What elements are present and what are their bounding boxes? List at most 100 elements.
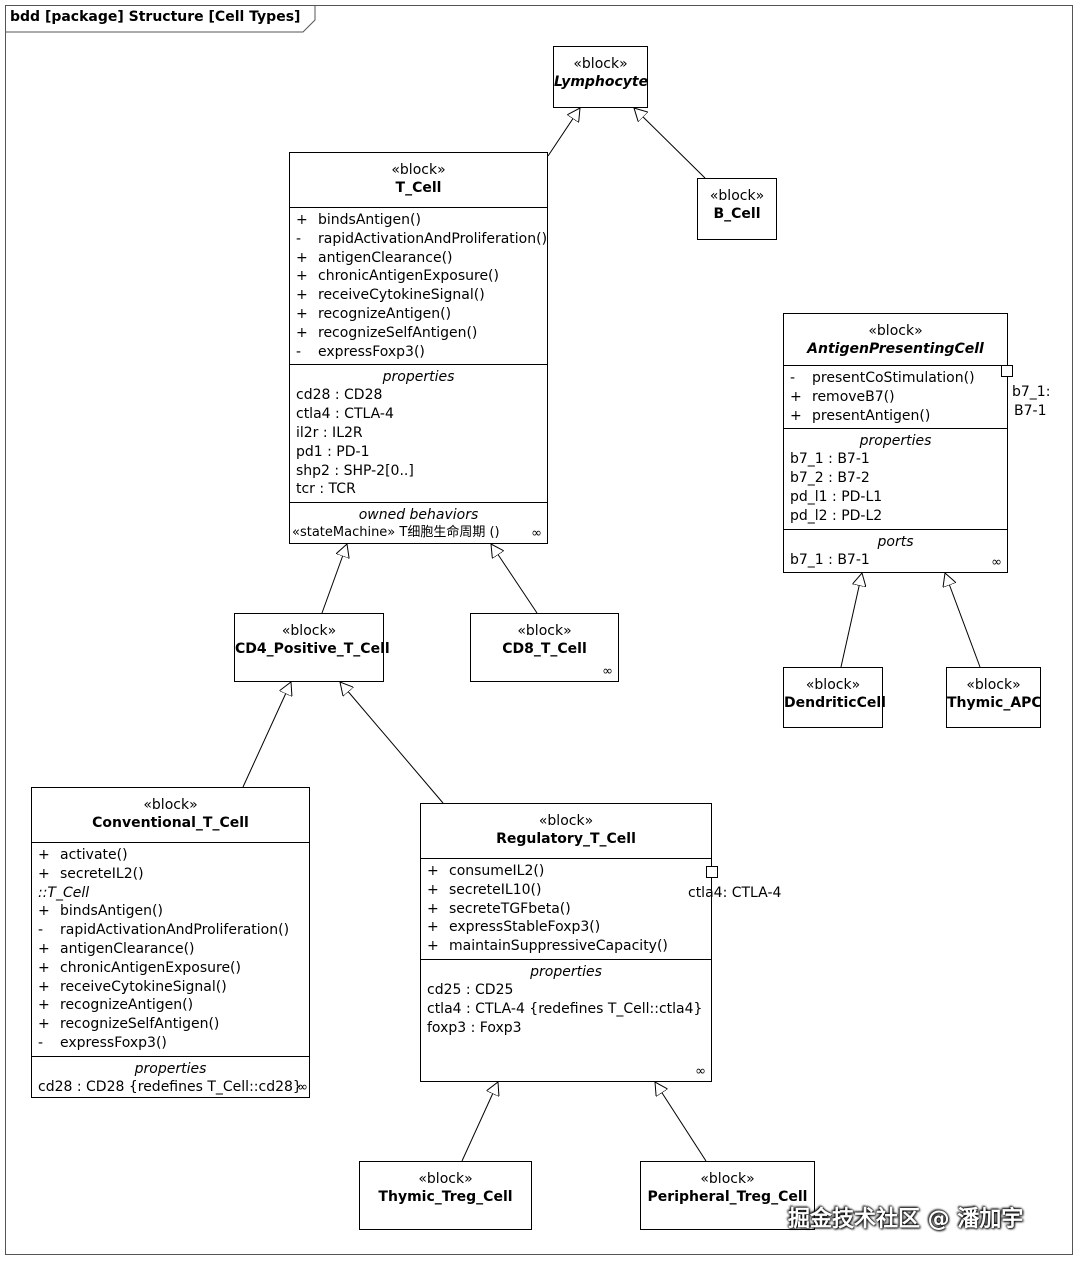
block-t-cell[interactable]: «block» T_Cell +bindsAntigen() -rapidAct… (289, 152, 548, 544)
block-thymic-apc[interactable]: «block» Thymic_APC (946, 667, 1042, 728)
operation: +activate() (38, 847, 128, 863)
operations-compartment: -presentCoStimulation() +removeB7() +pre… (784, 365, 1007, 428)
edge-tcell-lymphocyte (547, 108, 580, 157)
edge-peripheraltreg-regulatory (655, 1082, 707, 1162)
property: ctla4 : CTLA-4 {redefines T_Cell::ctla4} (427, 1000, 703, 1017)
stereotype-label: «block» (573, 56, 628, 72)
edge-bcell-lymphocyte (634, 108, 706, 179)
inherited-operation: -expressFoxp3() (38, 1034, 167, 1051)
property: tcr : TCR (296, 481, 356, 498)
decomposition-icon: ∞ (297, 1080, 308, 1095)
ports-compartment: ports b7_1 : B7-1 (784, 528, 1007, 573)
diagram-frame (5, 5, 1073, 1255)
block-name: CD8_T_Cell (502, 641, 587, 657)
property: foxp3 : Foxp3 (427, 1019, 522, 1036)
decomposition-icon: ∞ (602, 664, 613, 679)
property: pd1 : PD-1 (296, 443, 370, 460)
stereotype-label: «block» (966, 677, 1021, 693)
operation: -presentCoStimulation() (790, 370, 975, 386)
block-name: Peripheral_Treg_Cell (647, 1189, 808, 1205)
decomposition-icon: ∞ (695, 1064, 706, 1079)
block-antigen-presenting-cell[interactable]: «block» AntigenPresentingCell -presentCo… (783, 313, 1008, 573)
block-name: Lymphocyte (554, 74, 649, 90)
frame-tab (5, 5, 316, 33)
operation: +secreteTGFbeta() (427, 900, 571, 917)
property: il2r : IL2R (296, 424, 363, 441)
operation: +antigenClearance() (296, 249, 453, 266)
port-label: b7_1: (1012, 384, 1051, 400)
operation: +presentAntigen() (790, 407, 931, 424)
operation: +secreteIL10() (427, 881, 542, 898)
block-name: Regulatory_T_Cell (496, 831, 636, 847)
stereotype-label: «block» (805, 677, 861, 693)
compartment-title: ports (877, 533, 914, 550)
operation: +receiveCytokineSignal() (296, 287, 485, 304)
edge-cd4-tcell (321, 544, 347, 614)
operation: +consumeIL2() (427, 863, 545, 879)
edge-thymictreg-regulatory (461, 1082, 498, 1162)
block-name: Thymic_APC (947, 695, 1042, 711)
block-peripheral-treg-cell[interactable]: «block» Peripheral_Treg_Cell (640, 1161, 815, 1230)
stereotype-label: «block» (391, 162, 446, 178)
block-lymphocyte[interactable]: «block» Lymphocyte (553, 46, 648, 108)
decomposition-icon: ∞ (531, 526, 542, 541)
edge-dendritic-apc (840, 573, 862, 668)
compartment-title: properties (530, 963, 602, 980)
stereotype-label: «block» (700, 1171, 755, 1187)
block-conventional-t-cell[interactable]: «block» Conventional_T_Cell +activate() … (31, 787, 310, 1098)
block-dendritic-cell[interactable]: «block» DendriticCell (783, 667, 886, 728)
inherited-from-label: ::T_Cell (38, 884, 90, 901)
stereotype-label: «block» (868, 323, 923, 339)
edge-regulatory-cd4 (340, 682, 444, 804)
block-thymic-treg-cell[interactable]: «block» Thymic_Treg_Cell (359, 1161, 532, 1230)
operation: +expressStableFoxp3() (427, 919, 601, 936)
behaviors-compartment: owned behaviors «stateMachine» T细胞生命周期 (… (290, 502, 547, 546)
stereotype-label: «block» (418, 1171, 473, 1187)
stereotype-label: «block» (281, 623, 337, 639)
property: pd_l2 : PD-L2 (790, 507, 883, 524)
operation: +maintainSuppressiveCapacity() (427, 938, 668, 955)
property: shp2 : SHP-2[0..] (296, 462, 414, 479)
compartment-title: properties (859, 433, 932, 450)
block-regulatory-t-cell[interactable]: «block» Regulatory_T_Cell +consumeIL2() … (420, 803, 712, 1082)
block-name: AntigenPresentingCell (807, 341, 984, 357)
operation: +secreteIL2() (38, 865, 144, 882)
compartment-title: properties (382, 369, 455, 386)
operations-compartment: +consumeIL2() +secreteIL10() +secreteTGF… (421, 858, 711, 959)
inherited-operation: +recognizeAntigen() (38, 997, 194, 1014)
block-cd4-positive-t-cell[interactable]: «block» CD4_Positive_T_Cell (234, 613, 390, 682)
property: ctla4 : CTLA-4 (296, 406, 394, 423)
property: b7_1 : B7-1 (790, 451, 870, 468)
properties-compartment: properties cd28 : CD28 {redefines T_Cell… (32, 1055, 309, 1100)
operation: +chronicAntigenExposure() (296, 268, 499, 285)
inherited-operation: -rapidActivationAndProliferation() (38, 922, 290, 939)
block-name: DendriticCell (784, 695, 886, 711)
inherited-operation: +antigenClearance() (38, 940, 195, 957)
operation: -rapidActivationAndProliferation() (296, 230, 548, 247)
block-cd8-t-cell[interactable]: «block» CD8_T_Cell ∞ (470, 613, 619, 682)
owned-behavior: «stateMachine» T细胞生命周期 () (292, 525, 500, 541)
block-b-cell[interactable]: «block» B_Cell (697, 178, 777, 240)
edge-thymicapc-apc (945, 573, 981, 668)
inherited-operation: +recognizeSelfAntigen() (38, 1016, 220, 1033)
port-label: B7-1 (1014, 403, 1047, 419)
port-b7-1[interactable] (1001, 365, 1013, 377)
compartment-title: properties (134, 1060, 207, 1077)
operations-compartment: +activate() +secreteIL2() ::T_Cell +bind… (32, 842, 309, 1056)
inherited-operation: +bindsAntigen() (38, 903, 163, 920)
block-name: B_Cell (713, 206, 761, 222)
inherited-operation: +receiveCytokineSignal() (38, 978, 227, 995)
property: cd28 : CD28 {redefines T_Cell::cd28} (38, 1078, 302, 1095)
port-entry: b7_1 : B7-1 (790, 551, 870, 568)
block-name: T_Cell (395, 180, 442, 196)
inherited-operation: +chronicAntigenExposure() (38, 959, 241, 976)
frame-title: bdd [package] Structure [Cell Types] (10, 9, 301, 25)
properties-compartment: properties cd25 : CD25 ctla4 : CTLA-4 {r… (421, 958, 711, 1040)
stereotype-label: «block» (517, 623, 572, 639)
property: pd_l1 : PD-L1 (790, 488, 883, 505)
operation: +recognizeSelfAntigen() (296, 324, 478, 341)
block-name: Conventional_T_Cell (92, 815, 249, 831)
port-ctla4[interactable] (706, 866, 718, 878)
block-name: CD4_Positive_T_Cell (235, 641, 390, 657)
